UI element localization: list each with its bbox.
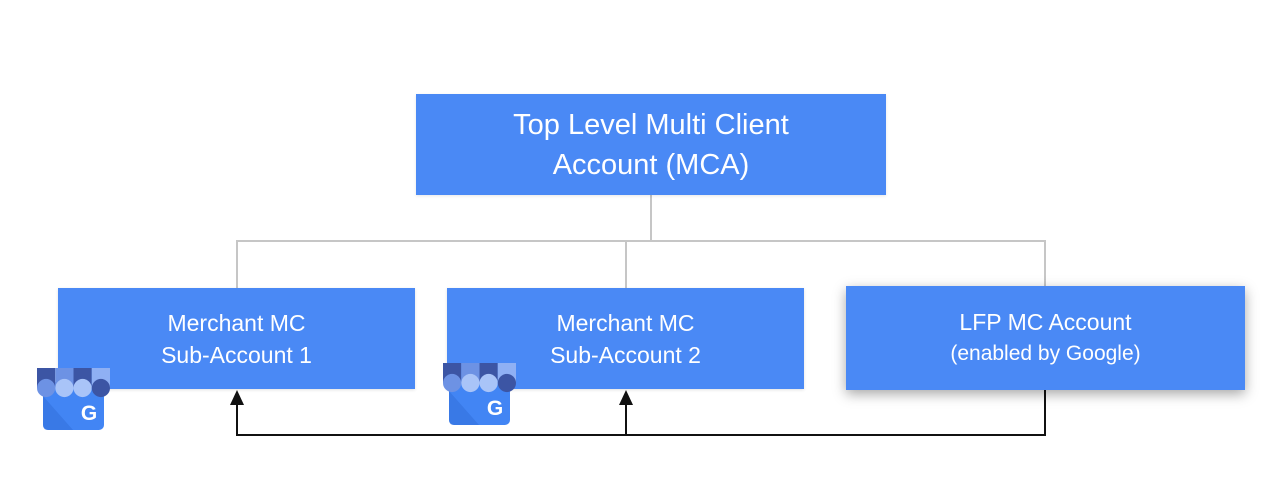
- google-g-letter: G: [81, 402, 97, 425]
- hierarchy-line-drop-lfp: [1044, 242, 1046, 286]
- hierarchy-line-drop-sub1: [236, 242, 238, 288]
- node-lfp-label-line1: LFP MC Account: [959, 309, 1132, 335]
- node-lfp-label-line2: (enabled by Google): [950, 342, 1141, 365]
- hierarchy-line-drop-sub2: [625, 242, 627, 288]
- node-top-level-mca: Top Level Multi Client Account (MCA): [416, 94, 886, 195]
- google-g-letter: G: [487, 397, 503, 420]
- feed-line-to-sub1: [236, 404, 238, 435]
- node-mca-label-line2: Account (MCA): [552, 148, 750, 181]
- feed-line-from-lfp: [1044, 390, 1046, 435]
- google-my-business-icon: G: [37, 368, 110, 437]
- node-mca-label-line1: Top Level Multi Client: [513, 108, 789, 141]
- node-sub2-label-line1: Merchant MC: [556, 309, 695, 336]
- feed-line-to-sub2: [625, 404, 627, 435]
- node-merchant-sub-account-1: Merchant MC Sub-Account 1: [58, 288, 415, 389]
- storefront-icon-svg: G: [443, 363, 516, 425]
- hierarchy-line-rail: [236, 240, 1046, 242]
- hierarchy-line-stem: [650, 195, 652, 240]
- node-lfp-mc-account: LFP MC Account (enabled by Google): [846, 286, 1245, 390]
- node-sub1-label-line2: Sub-Account 1: [161, 341, 312, 368]
- node-sub2-label-line2: Sub-Account 2: [550, 341, 701, 368]
- node-sub1-label-line1: Merchant MC: [167, 309, 306, 336]
- feed-arrowhead-sub2-icon: [619, 390, 633, 405]
- feed-line-rail: [236, 434, 1046, 436]
- google-my-business-icon: G: [443, 363, 516, 432]
- storefront-icon-svg: G: [37, 368, 110, 430]
- feed-arrowhead-sub1-icon: [230, 390, 244, 405]
